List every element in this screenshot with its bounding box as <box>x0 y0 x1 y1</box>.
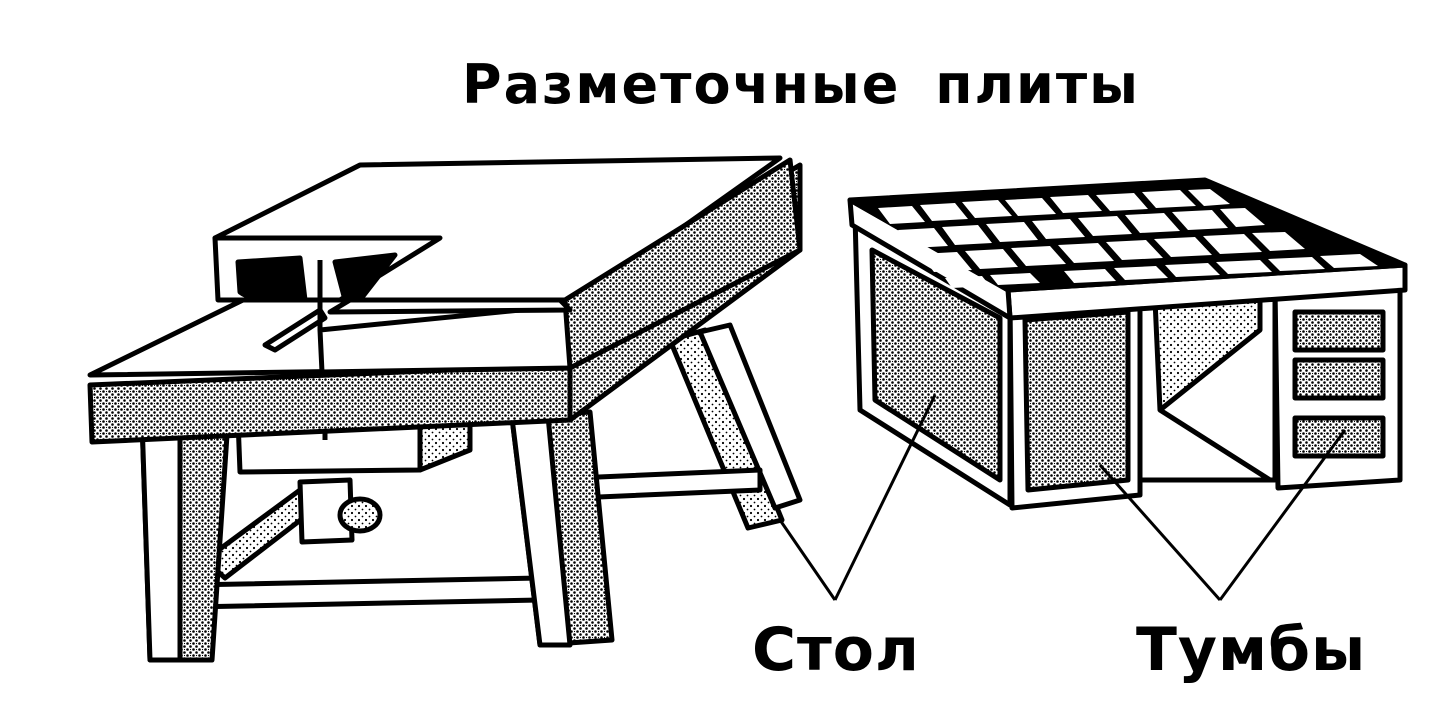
leader-table-right <box>833 394 937 601</box>
table-post <box>297 477 355 545</box>
label-stands: Тумбы <box>1136 615 1367 685</box>
table-leg-front-left-face <box>139 417 183 663</box>
leader-lines <box>778 394 1347 601</box>
stand-left-panel <box>869 247 1003 483</box>
leader-table-left <box>778 519 837 601</box>
leader-stands-left <box>1098 464 1222 601</box>
diagram-title: Разметочные плиты <box>462 53 1141 116</box>
table-slot <box>262 307 328 353</box>
table-plate-drawing <box>87 155 803 663</box>
drawer-1 <box>1292 309 1386 353</box>
stands-plate-grid <box>878 189 1378 288</box>
plate-side <box>562 157 803 371</box>
plate-edge <box>327 297 573 315</box>
label-table: Стол <box>752 615 920 685</box>
table-apron-front <box>87 362 573 445</box>
plate-rib-hollow <box>235 255 308 303</box>
stands-plate-drawing <box>847 177 1408 511</box>
drawer-2 <box>1292 357 1386 401</box>
leader-stands-right <box>1218 429 1347 601</box>
stand-left-front-panel <box>1022 309 1131 493</box>
table-leg-back-middle <box>697 322 803 511</box>
table-stretcher-front <box>187 575 543 610</box>
